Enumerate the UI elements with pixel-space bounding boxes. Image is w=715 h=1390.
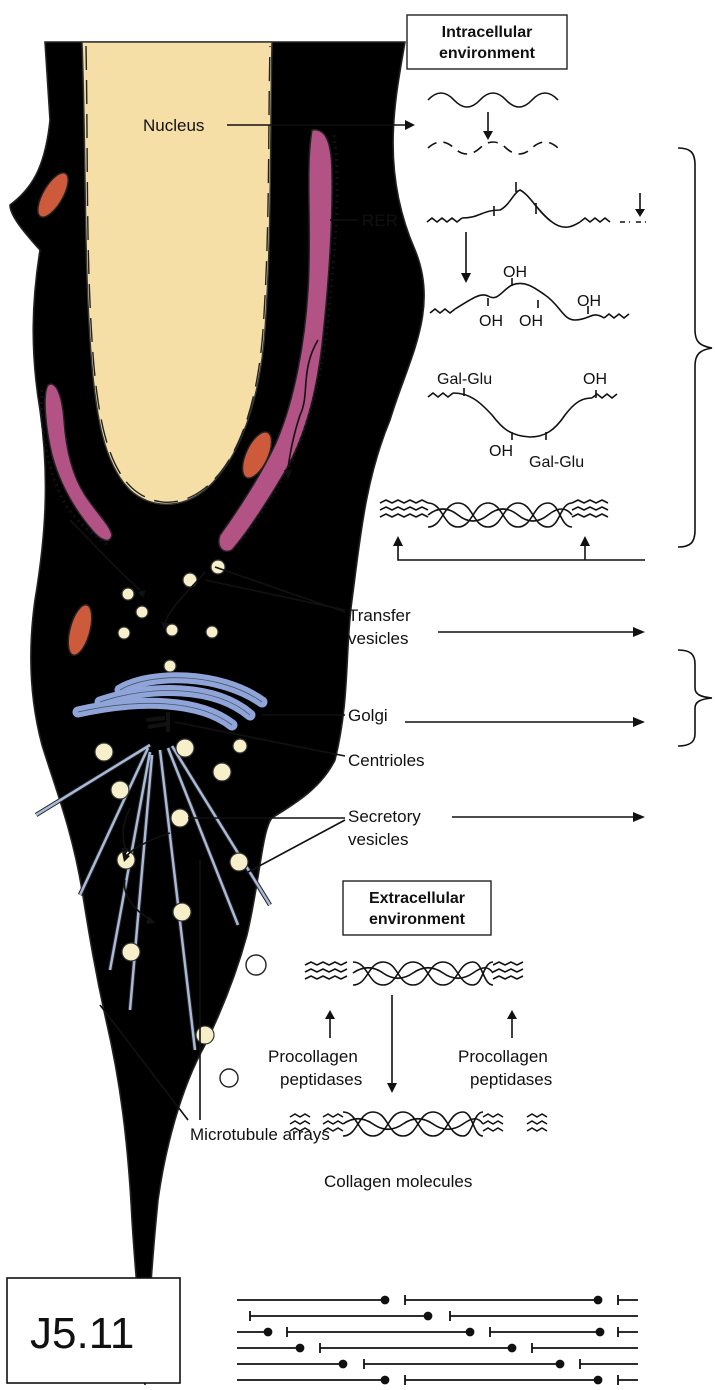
assembly-feedback-arrowheads: [393, 536, 590, 546]
vesicle: [233, 739, 247, 753]
assembly-feedback-arrows: [398, 545, 645, 560]
centrioles-label: Centrioles: [348, 751, 425, 770]
exocytosis-pit: [246, 955, 266, 975]
process-arrows: [405, 632, 635, 817]
extracellular-environment-box: Extracellular environment: [343, 881, 491, 935]
procollagen-triple-helix: [380, 500, 608, 527]
vesicle: [211, 560, 225, 574]
rer-label: RER: [362, 211, 398, 230]
fibril-end-dot: [557, 1361, 564, 1368]
vesicle: [230, 853, 248, 871]
transfer-vesicles-label-2: vesicles: [348, 629, 408, 648]
vesicle: [213, 763, 231, 781]
mrna-wave: [428, 93, 558, 107]
intracellular-environment-box: Intracellular environment: [407, 15, 567, 69]
fibril-end-dot: [595, 1297, 602, 1304]
fibril-end-dot: [297, 1345, 304, 1352]
golgi-steps-brace: [678, 650, 712, 746]
vesicle: [118, 627, 130, 639]
step-arrowhead: [483, 131, 493, 140]
vesicle: [171, 809, 189, 827]
signal-cleavage-arrowhead: [635, 209, 645, 217]
collagen-fibrils: [237, 1295, 638, 1385]
fibril-end-dot: [597, 1329, 604, 1336]
procollagen-peptidases-left-2: peptidases: [280, 1070, 362, 1089]
procollagen-peptidases-right-1: Procollagen: [458, 1047, 548, 1066]
vesicle: [164, 660, 176, 672]
secretory-vesicles-label-2: vesicles: [348, 830, 408, 849]
extracellular-box-line-2: environment: [369, 911, 466, 928]
vesicle: [136, 606, 148, 618]
microtubule-arrays-label: Microtubule arrays: [190, 1125, 330, 1144]
golgi-label: Golgi: [348, 706, 388, 725]
intracellular-box-line-2: environment: [439, 45, 536, 62]
nucleus-label: Nucleus: [143, 116, 204, 135]
preprocollagen-chain: [427, 182, 646, 227]
vesicle: [166, 624, 178, 636]
vesicle: [196, 1026, 214, 1044]
extracellular-procollagen: [305, 962, 523, 985]
transfer-vesicles-label: Transfer: [348, 606, 411, 625]
hydroxyl-label: OH: [503, 264, 527, 281]
procollagen-peptidases-right-2: peptidases: [470, 1070, 552, 1089]
intracellular-box-line-1: Intracellular: [442, 24, 533, 41]
step-arrowhead: [461, 273, 471, 283]
gal-glu-label: Gal-Glu: [437, 371, 492, 388]
hydroxyl-label: OH: [479, 313, 503, 330]
figure-label-box: J5.11: [7, 1278, 180, 1383]
hydroxyl-label: OH: [583, 371, 607, 388]
extracellular-box-line-1: Extracellular: [369, 890, 465, 907]
vesicle: [95, 743, 113, 761]
process-arrowheads: [633, 627, 645, 822]
fibril-end-dot: [382, 1377, 389, 1384]
vesicle: [111, 781, 129, 799]
vesicle: [122, 943, 140, 961]
hydroxyl-label: OH: [577, 293, 601, 310]
exocytosis-pit: [220, 1069, 238, 1087]
secretory-vesicles-label: Secretory: [348, 807, 421, 826]
gal-glu-label: Gal-Glu: [529, 454, 584, 471]
procollagen-peptidases-left-1: Procollagen: [268, 1047, 358, 1066]
rer-steps-brace: [678, 148, 712, 547]
fibril-end-dot: [382, 1297, 389, 1304]
fibril-end-dot: [425, 1313, 432, 1320]
figure-label: J5.11: [30, 1309, 134, 1358]
hydroxyl-label: OH: [519, 313, 543, 330]
vesicle: [176, 739, 194, 757]
vesicle: [206, 626, 218, 638]
vesicle: [173, 903, 191, 921]
hydroxyl-label: OH: [489, 443, 513, 460]
nucleus-arrowhead: [405, 120, 415, 130]
translation-dashed-wave: [428, 142, 558, 154]
vesicle: [183, 573, 197, 587]
glycosylated-chain: [428, 388, 617, 440]
fibril-end-dot: [509, 1345, 516, 1352]
fibril-end-dot: [265, 1329, 272, 1336]
fibril-end-dot: [467, 1329, 474, 1336]
collagen-molecules-label: Collagen molecules: [324, 1172, 472, 1191]
vesicle: [122, 588, 134, 600]
fibril-end-dot: [595, 1377, 602, 1384]
fibril-end-dot: [340, 1361, 347, 1368]
